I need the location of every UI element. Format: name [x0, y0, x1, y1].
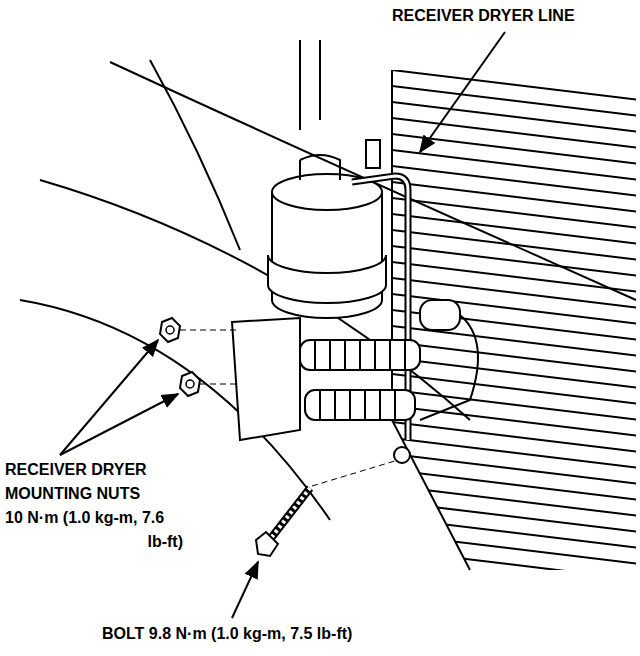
bolt-hole [394, 447, 410, 463]
switch-wire [420, 315, 478, 420]
nut-hole [186, 380, 194, 388]
pressure-switch [420, 300, 460, 330]
stud-centerline [180, 330, 240, 384]
mounting-bracket [232, 318, 300, 440]
nut-hole [166, 326, 174, 334]
part-label: RECEIVER DRYER LINE [392, 4, 575, 28]
hose-ribs [315, 340, 405, 370]
frame-member [300, 40, 320, 130]
leader-line [60, 394, 178, 455]
bolt-thread [268, 488, 310, 542]
leader-line [420, 32, 505, 152]
bolt-centerline [312, 460, 398, 486]
hose [300, 340, 420, 370]
dryer-fitting [300, 155, 340, 180]
part-label: RECEIVER DRYER MOUNTING NUTS [5, 458, 187, 506]
hose-ribs [320, 390, 395, 420]
mounting-nut [160, 318, 180, 342]
bolt-head [256, 532, 278, 556]
leader-line [232, 562, 258, 618]
leader-line [60, 340, 158, 455]
body-panel [150, 60, 240, 250]
torque-spec: 10 N·m (1.0 kg-m, 7.6 lb-ft) [5, 506, 183, 554]
hose [305, 390, 415, 420]
service-valve [366, 140, 380, 168]
dryer-band [268, 255, 386, 303]
condenser-edge [392, 70, 470, 570]
bolt-shank [268, 488, 310, 542]
mounting-nut [180, 372, 200, 396]
condenser-fins [392, 70, 640, 580]
torque-spec: BOLT 9.8 N·m (1.0 kg-m, 7.5 lb-ft) [102, 622, 352, 646]
